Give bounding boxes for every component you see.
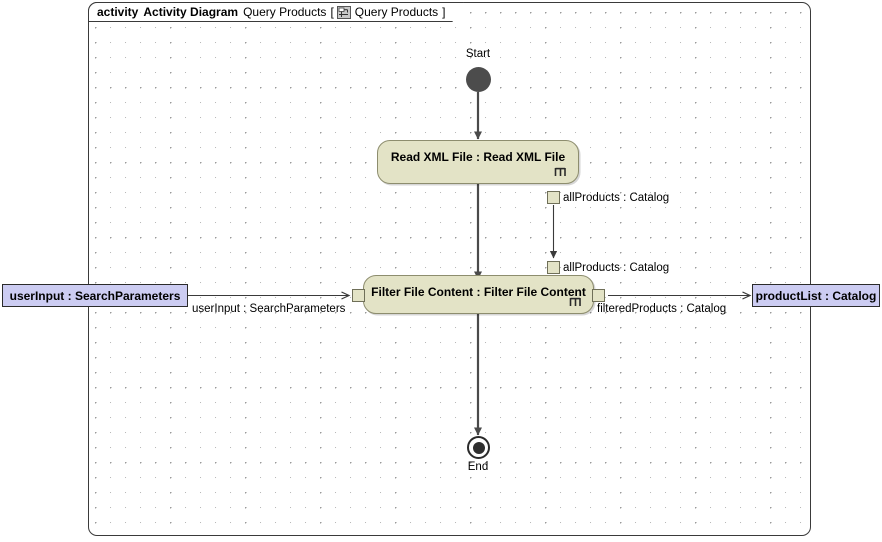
edge-label-filtered-products: filteredProducts : Catalog xyxy=(597,303,727,315)
frame-diagram-name: Query Products xyxy=(243,5,327,19)
input-pin-all-products[interactable] xyxy=(547,261,560,274)
action-filter-file-content-label: Filter File Content : Filter File Conten… xyxy=(371,285,586,299)
edge-label-user-input: userInput : SearchParameters xyxy=(192,303,346,315)
frame-bracket-close: ] xyxy=(442,5,446,19)
frame-header[interactable]: activity Activity Diagram Query Products… xyxy=(88,2,453,22)
input-pin-user-input[interactable] xyxy=(352,289,365,302)
end-node-caption: End xyxy=(467,461,489,473)
activity-diagram-frame xyxy=(88,2,811,536)
rake-icon xyxy=(554,167,566,176)
frame-reference-name: Query Products xyxy=(354,5,439,19)
output-pin-all-products[interactable] xyxy=(547,191,560,204)
action-read-xml-file-label: Read XML File : Read XML File xyxy=(390,150,566,164)
activity-parameter-product-list[interactable]: productList : Catalog xyxy=(752,284,880,307)
activity-parameter-product-list-label: productList : Catalog xyxy=(755,288,877,303)
activity-diagram-icon xyxy=(336,5,351,19)
input-pin-all-products-label: allProducts : Catalog xyxy=(563,262,670,274)
output-pin-filtered-products[interactable] xyxy=(592,289,605,302)
grid-major-rows xyxy=(89,3,810,535)
action-read-xml-file[interactable]: Read XML File : Read XML File xyxy=(377,140,579,184)
rake-icon xyxy=(569,297,581,306)
frame-type-label: Activity Diagram xyxy=(143,5,239,19)
grid-major-cols xyxy=(89,3,810,535)
action-filter-file-content[interactable]: Filter File Content : Filter File Conten… xyxy=(363,275,594,314)
activity-parameter-user-input-label: userInput : SearchParameters xyxy=(9,288,181,303)
initial-node[interactable] xyxy=(466,67,491,92)
output-pin-all-products-label: allProducts : Catalog xyxy=(563,192,670,204)
frame-bracket-open: [ xyxy=(330,5,334,19)
start-node-caption: Start xyxy=(465,48,491,60)
activity-parameter-user-input[interactable]: userInput : SearchParameters xyxy=(2,284,188,307)
frame-keyword: activity xyxy=(97,5,139,19)
activity-final-node[interactable] xyxy=(467,436,490,459)
